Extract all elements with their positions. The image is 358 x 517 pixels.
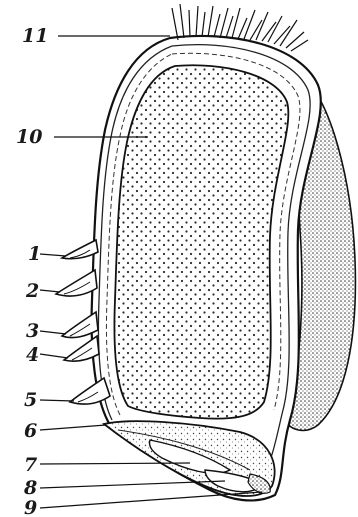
label-9: 9 — [24, 497, 37, 517]
label-10: 10 — [16, 126, 42, 148]
endosperm — [114, 65, 288, 418]
labels: 11 10 1 2 3 4 5 6 7 8 9 — [16, 25, 48, 517]
label-2: 2 — [25, 280, 39, 302]
label-8: 8 — [23, 477, 37, 499]
label-3: 3 — [26, 320, 39, 342]
label-1: 1 — [28, 243, 41, 265]
label-5: 5 — [24, 389, 37, 411]
label-7: 7 — [24, 454, 37, 476]
label-6: 6 — [24, 420, 37, 442]
label-4: 4 — [26, 344, 39, 366]
label-11: 11 — [22, 25, 48, 47]
